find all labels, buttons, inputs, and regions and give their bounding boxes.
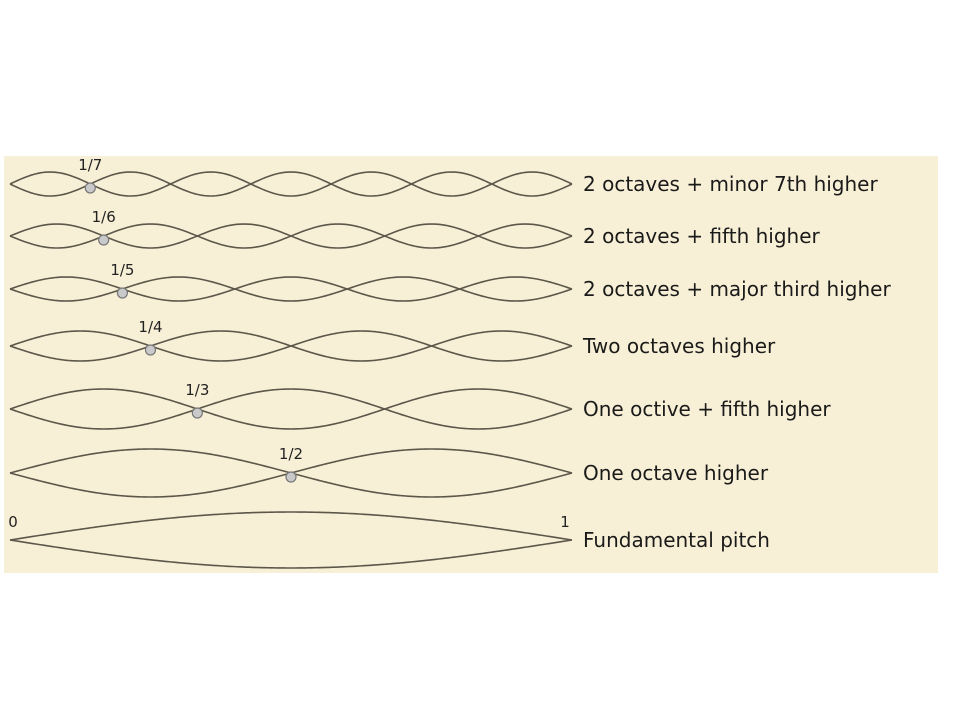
node-marker [84, 182, 96, 194]
string-wave-lower [9, 171, 573, 197]
node-marker [191, 407, 203, 419]
string-wave-lower [9, 223, 573, 249]
mode-description-label: Fundamental pitch [583, 528, 770, 552]
node-fraction-label: 1/3 [185, 381, 209, 399]
mode-description-label: 2 octaves + major third higher [583, 277, 891, 301]
harmonic-mode-7: 1/7 2 octaves + minor 7th higher [9, 156, 878, 197]
string-wave-upper [9, 171, 573, 197]
harmonic-mode-5: 1/5 2 octaves + major third higher [9, 261, 891, 302]
harmonic-mode-6: 1/6 2 octaves + fifth higher [9, 208, 821, 249]
node-fraction-label: 1/7 [78, 156, 102, 174]
node-fraction-label: 1/6 [92, 208, 116, 226]
string-wave-lower [9, 511, 573, 541]
mode-description-label: One octave higher [583, 461, 769, 485]
node-fraction-label: 1/4 [138, 318, 162, 336]
string-wave-upper [9, 388, 573, 430]
string-wave-lower [9, 276, 573, 302]
string-wave-upper [9, 276, 573, 302]
mode-description-label: One octive + fifth higher [583, 397, 831, 421]
string-start-label: 0 [8, 513, 18, 531]
mode-description-label: 2 octaves + fifth higher [583, 224, 821, 248]
string-wave-lower [9, 330, 573, 362]
mode-description-label: 2 octaves + minor 7th higher [583, 172, 878, 196]
node-marker [98, 234, 110, 246]
string-wave-upper [9, 539, 573, 569]
node-marker [285, 471, 297, 483]
harmonic-mode-1: Fundamental pitch [9, 511, 770, 569]
node-marker [116, 287, 129, 299]
string-wave-lower [9, 388, 573, 430]
mode-description-label: Two octaves higher [582, 334, 776, 358]
harmonics-diagram-panel [4, 156, 938, 573]
node-fraction-label: 1/5 [110, 261, 134, 279]
node-marker [144, 344, 157, 356]
string-end-label: 1 [560, 513, 570, 531]
node-fraction-label: 1/2 [279, 445, 303, 463]
